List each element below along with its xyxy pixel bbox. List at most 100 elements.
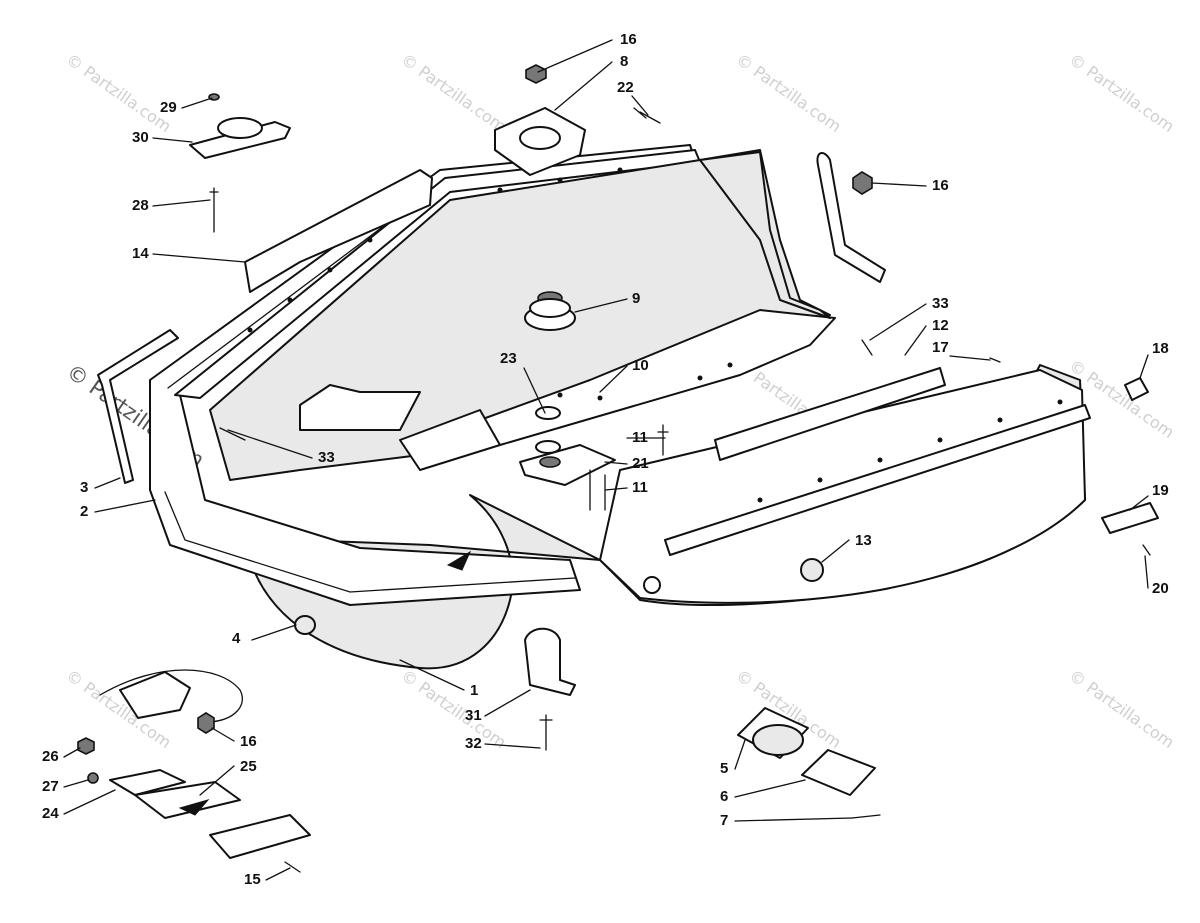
leader-line-10 — [599, 365, 628, 393]
leader-line-21 — [604, 461, 628, 465]
callout-label-10: 10 — [632, 357, 649, 374]
callout-label-22: 22 — [617, 79, 634, 96]
rivet-33-right — [861, 339, 873, 356]
callout-label-12: 12 — [932, 317, 949, 334]
leader-line-7 — [734, 817, 853, 822]
nut-16-top — [525, 64, 547, 84]
callout-label-5: 5 — [720, 760, 728, 777]
plate-25 — [134, 781, 241, 819]
leader-line-11 — [604, 487, 628, 491]
reflector-assembly — [1101, 377, 1159, 556]
bracket-24 — [109, 769, 186, 796]
callout-label-29: 29 — [160, 99, 177, 116]
watermark: © Partzilla.com — [1066, 50, 1178, 136]
leader-line-2 — [94, 499, 156, 513]
leader-line-16 — [871, 182, 927, 187]
callout-label-16: 16 — [932, 177, 949, 194]
leader-line-15 — [265, 867, 291, 881]
right-rail — [664, 404, 1091, 556]
leader-line-27 — [63, 779, 89, 788]
bolt-32 — [539, 714, 553, 751]
callout-label-27: 27 — [42, 778, 59, 795]
screw-17 — [989, 357, 1001, 363]
leader-line-5 — [734, 739, 746, 770]
plug-13 — [800, 558, 824, 582]
inset-arrow-decal — [178, 799, 210, 816]
callout-label-8: 8 — [620, 53, 628, 70]
screw-11-lower — [589, 469, 606, 511]
leader-line-26 — [63, 747, 81, 758]
callout-label-20: 20 — [1152, 580, 1169, 597]
callout-label-17: 17 — [932, 339, 949, 356]
leader-line-30 — [152, 137, 193, 143]
callout-label-18: 18 — [1152, 340, 1169, 357]
callout-label-1: 1 — [470, 682, 478, 699]
callout-label-6: 6 — [720, 788, 728, 805]
leader-line-4 — [251, 624, 297, 641]
bolt-22 — [633, 107, 661, 124]
side-hole — [643, 576, 661, 594]
bolt-26 — [77, 737, 95, 755]
leader-line-3 — [94, 477, 121, 489]
callout-label-7: 7 — [720, 812, 728, 829]
callout-label-31: 31 — [465, 707, 482, 724]
watermark: © Partzilla.com — [63, 50, 175, 136]
leader-line-22 — [631, 95, 649, 116]
callout-label-23: 23 — [500, 350, 517, 367]
gasket-21 — [519, 444, 616, 486]
watermark: © Partzilla.com — [398, 50, 510, 136]
nut-16-right — [852, 171, 873, 195]
rivet-holes — [247, 167, 1063, 503]
leader-line-6 — [734, 779, 806, 798]
front-bumper — [149, 144, 696, 606]
leader-line-33 — [227, 429, 313, 459]
arrow-decal — [446, 550, 472, 571]
bracket-18 — [1124, 377, 1149, 401]
screw-11-upper — [657, 424, 669, 456]
clamp-31 — [524, 627, 576, 696]
small-fasteners — [219, 339, 1001, 511]
callout-label-32: 32 — [465, 735, 482, 752]
callout-label-11: 11 — [632, 479, 648, 496]
rivet-33-left — [219, 427, 246, 441]
leader-line-9 — [574, 298, 628, 313]
bracket-detail-inset — [77, 669, 311, 873]
callout-label-21: 21 — [632, 455, 649, 472]
leader-line-12 — [904, 325, 927, 356]
leader-line-20 — [1144, 555, 1149, 589]
leader-line-1 — [399, 659, 465, 691]
tunnel-plate — [479, 309, 836, 446]
rear-panel — [699, 151, 831, 319]
lower-bracket — [209, 814, 311, 859]
tunnel-hole — [535, 406, 561, 420]
gasket-21-hole — [539, 456, 561, 468]
callout-label-16: 16 — [620, 31, 637, 48]
leader-line-29 — [181, 97, 213, 109]
top-mount-assembly — [494, 64, 661, 176]
belly-pan-assembly — [149, 144, 1091, 670]
housing-5-lens — [752, 724, 804, 756]
watermark: © Partzilla.com — [733, 50, 845, 136]
callout-label-19: 19 — [1152, 482, 1169, 499]
callout-label-16: 16 — [240, 733, 257, 750]
screw-7 — [851, 814, 881, 819]
hinge-barrel — [217, 117, 263, 139]
pin-28 — [209, 187, 219, 233]
callout-label-15: 15 — [244, 871, 261, 888]
hanger-bracket — [816, 152, 886, 283]
trim-strip-3 — [97, 329, 179, 484]
front-mount-plate — [299, 384, 421, 431]
side-trim-strip — [714, 367, 946, 461]
callout-label-14: 14 — [132, 245, 149, 262]
washer-27 — [87, 772, 99, 784]
callout-label-13: 13 — [855, 532, 872, 549]
leader-line-17 — [949, 355, 991, 361]
leader-line-33 — [869, 303, 927, 341]
reflector-19 — [1101, 502, 1159, 534]
plate-8-hole — [519, 126, 561, 150]
grommet-4 — [294, 615, 316, 635]
callout-label-2: 2 — [80, 503, 88, 520]
leader-line-8 — [554, 61, 613, 111]
